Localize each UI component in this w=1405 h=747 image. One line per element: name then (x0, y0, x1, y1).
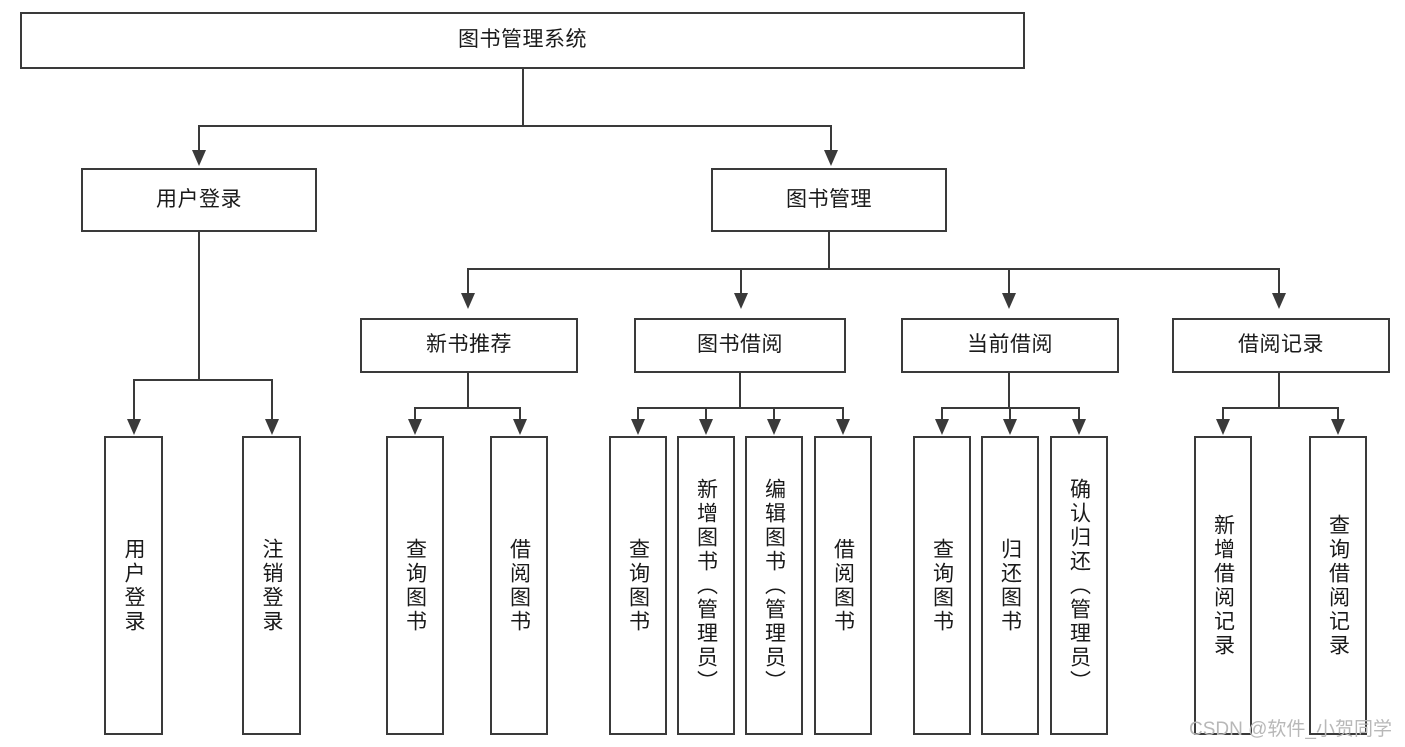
leaf-cb-return-book-label: 归还图书 (998, 537, 1022, 634)
leaf-bb-edit-book-label: 编辑图书（管理员） (762, 477, 786, 694)
connector-drop-bb-borrow (842, 407, 844, 420)
node-current-borrow-label: 当前借阅 (967, 333, 1053, 357)
connector-drop-nb-borrow (519, 407, 521, 420)
arrow-bb-edit (767, 419, 781, 435)
connector-book-borrow-stem (739, 373, 741, 408)
arrow-user-login (192, 150, 206, 166)
leaf-br-query-record[interactable]: 查询借阅记录 (1309, 436, 1367, 735)
connector-drop-current-borrow (1008, 268, 1010, 294)
node-current-borrow[interactable]: 当前借阅 (901, 318, 1119, 373)
leaf-bb-add-book-label: 新增图书（管理员） (694, 477, 718, 694)
connector-drop-nb-query (414, 407, 416, 420)
leaf-bb-add-book[interactable]: 新增图书（管理员） (677, 436, 735, 735)
leaf-cb-confirm-return[interactable]: 确认归还（管理员） (1050, 436, 1108, 735)
leaf-br-query-record-label: 查询借阅记录 (1326, 513, 1350, 658)
node-new-book-recommend[interactable]: 新书推荐 (360, 318, 578, 373)
node-new-book-recommend-label: 新书推荐 (426, 333, 512, 357)
node-borrow-record[interactable]: 借阅记录 (1172, 318, 1390, 373)
connector-new-book-stem (467, 373, 469, 408)
arrow-leaf-logout (265, 419, 279, 435)
connector-drop-br-query (1337, 407, 1339, 420)
connector-root-stem (522, 69, 524, 126)
arrow-leaf-user-login (127, 419, 141, 435)
connector-drop-book-mgmt (830, 125, 832, 151)
leaf-logout-label: 注销登录 (260, 537, 283, 634)
leaf-nb-query-book-label: 查询图书 (403, 537, 427, 634)
arrow-br-add (1216, 419, 1230, 435)
arrow-new-book (461, 293, 475, 309)
connector-drop-new-book (467, 268, 469, 294)
node-user-login-label: 用户登录 (156, 187, 242, 211)
node-book-management[interactable]: 图书管理 (711, 168, 947, 232)
connector-drop-book-borrow (740, 268, 742, 294)
leaf-user-login-label: 用户登录 (122, 537, 145, 634)
arrow-nb-borrow (513, 419, 527, 435)
connector-user-login-bus (133, 379, 272, 381)
arrow-br-query (1331, 419, 1345, 435)
leaf-cb-query-book[interactable]: 查询图书 (913, 436, 971, 735)
connector-borrow-record-stem (1278, 373, 1280, 408)
leaf-cb-confirm-return-label: 确认归还（管理员） (1067, 477, 1091, 694)
node-root-system[interactable]: 图书管理系统 (20, 12, 1025, 69)
leaf-user-login[interactable]: 用户登录 (104, 436, 163, 735)
leaf-br-add-record-label: 新增借阅记录 (1211, 513, 1235, 658)
connector-user-login-stem (198, 232, 200, 380)
connector-drop-bb-query (637, 407, 639, 420)
arrow-cb-return (1003, 419, 1017, 435)
connector-drop-bb-add (705, 407, 707, 420)
arrow-cb-confirm (1072, 419, 1086, 435)
connector-book-borrow-bus (637, 407, 843, 409)
leaf-nb-borrow-book[interactable]: 借阅图书 (490, 436, 548, 735)
arrow-book-mgmt (824, 150, 838, 166)
connector-level2-bus (198, 125, 832, 127)
connector-drop-borrow-record (1278, 268, 1280, 294)
arrow-borrow-record (1272, 293, 1286, 309)
leaf-nb-query-book[interactable]: 查询图书 (386, 436, 444, 735)
connector-book-mgmt-stem (828, 232, 830, 270)
leaf-logout[interactable]: 注销登录 (242, 436, 301, 735)
arrow-bb-add (699, 419, 713, 435)
leaf-bb-edit-book[interactable]: 编辑图书（管理员） (745, 436, 803, 735)
connector-drop-leaf-logout (271, 379, 273, 420)
connector-level3-bus (467, 268, 1280, 270)
connector-borrow-record-bus (1222, 407, 1338, 409)
arrow-bb-borrow (836, 419, 850, 435)
leaf-bb-query-book-label: 查询图书 (626, 537, 650, 634)
connector-drop-bb-edit (773, 407, 775, 420)
connector-drop-cb-confirm (1078, 407, 1080, 420)
connector-drop-br-add (1222, 407, 1224, 420)
connector-drop-leaf-user-login (133, 379, 135, 420)
arrow-book-borrow (734, 293, 748, 309)
node-book-borrow[interactable]: 图书借阅 (634, 318, 846, 373)
connector-drop-cb-return (1009, 407, 1011, 420)
leaf-bb-borrow-book[interactable]: 借阅图书 (814, 436, 872, 735)
connector-drop-user-login (198, 125, 200, 151)
node-book-borrow-label: 图书借阅 (697, 333, 783, 357)
leaf-bb-borrow-book-label: 借阅图书 (831, 537, 855, 634)
connector-current-borrow-stem (1008, 373, 1010, 408)
leaf-bb-query-book[interactable]: 查询图书 (609, 436, 667, 735)
node-root-system-label: 图书管理系统 (458, 28, 587, 52)
leaf-cb-return-book[interactable]: 归还图书 (981, 436, 1039, 735)
connector-new-book-bus (414, 407, 520, 409)
arrow-current-borrow (1002, 293, 1016, 309)
arrow-nb-query (408, 419, 422, 435)
leaf-nb-borrow-book-label: 借阅图书 (507, 537, 531, 634)
leaf-br-add-record[interactable]: 新增借阅记录 (1194, 436, 1252, 735)
node-book-management-label: 图书管理 (786, 187, 872, 211)
connector-drop-cb-query (941, 407, 943, 420)
leaf-cb-query-book-label: 查询图书 (930, 537, 954, 634)
node-user-login[interactable]: 用户登录 (81, 168, 317, 232)
arrow-bb-query (631, 419, 645, 435)
arrow-cb-query (935, 419, 949, 435)
node-borrow-record-label: 借阅记录 (1238, 333, 1324, 357)
